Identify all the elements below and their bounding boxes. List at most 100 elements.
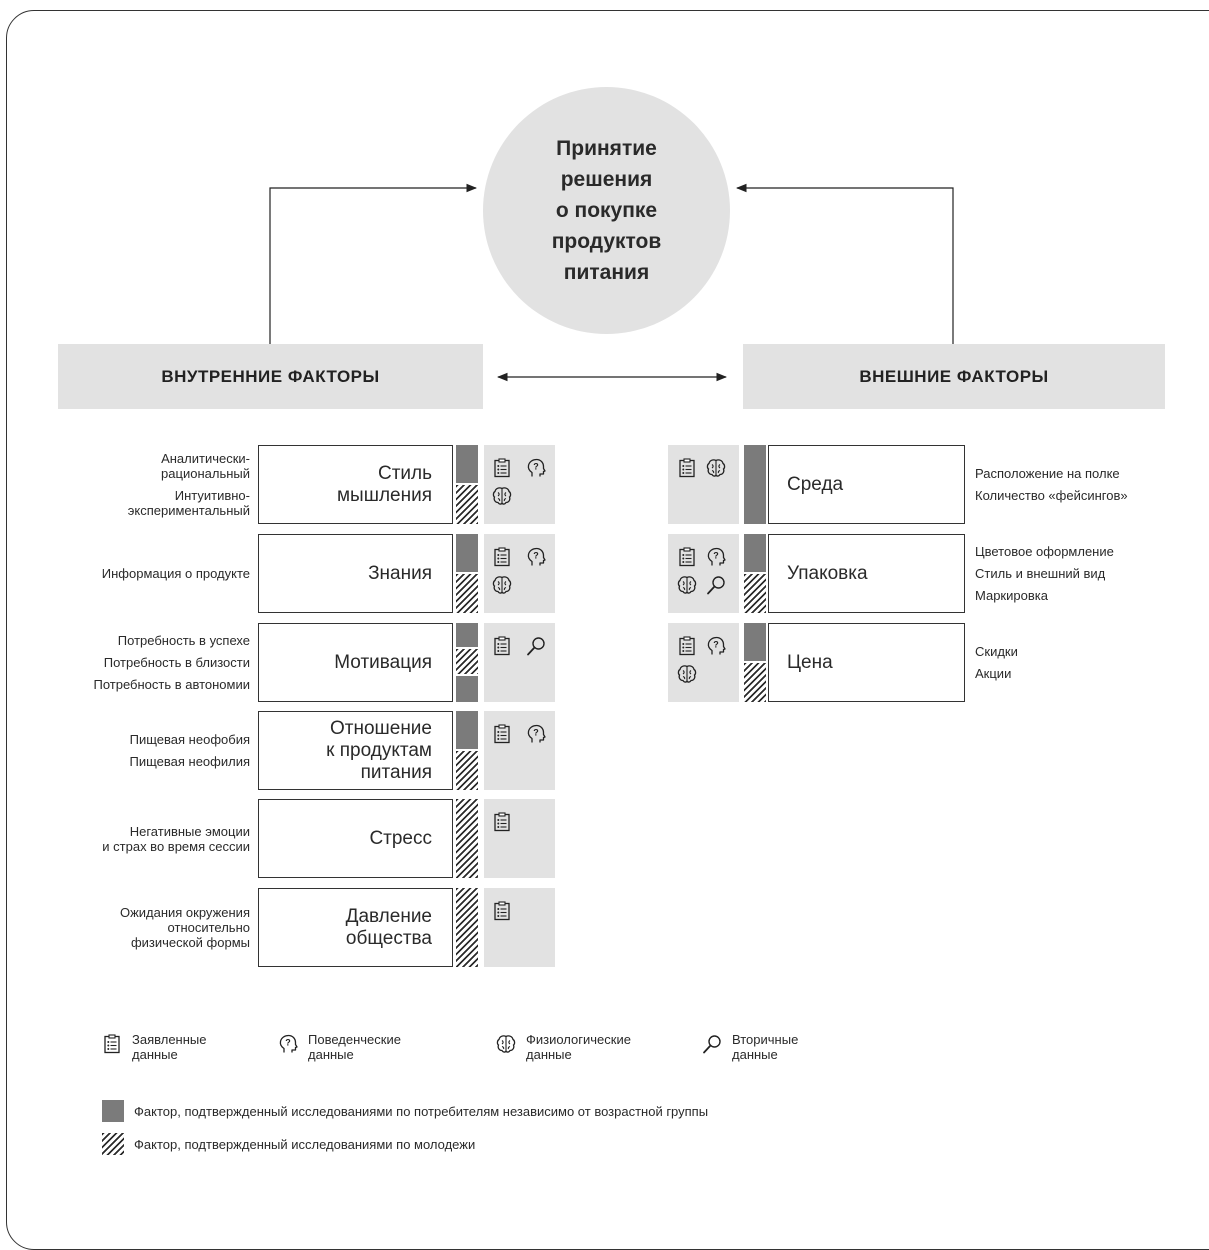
descriptor-text: Стиль и внешний вид [975,566,1106,581]
physiology-brain-icon [492,487,512,505]
data-type-panel [668,534,739,613]
survey-clipboard-icon [679,636,695,656]
external-factors-title: ВНЕШНИЕ ФАКТОРЫ [859,366,1049,386]
factor-descriptors: Ожидания окружения относительно физическ… [120,888,250,967]
evidence-hatched-bar [744,662,766,702]
physiology-brain-icon [706,459,726,477]
survey-clipboard-icon [679,458,695,478]
descriptor-text: Маркировка [975,588,1048,603]
behavior-head-icon: ? [527,547,546,566]
evidence-solid-bar [456,534,478,572]
descriptor-text: Пищевая неофобия [129,732,250,747]
svg-text:?: ? [285,1038,291,1048]
internal-to-decision-arrow [269,183,478,344]
evidence-solid-bar [456,445,478,483]
legend-icon-label: Поведенческие данные [308,1032,401,1062]
data-type-panel [668,623,739,702]
data-type-panel [484,888,555,967]
connector-arrows [269,183,954,382]
survey-clipboard-icon [494,636,510,656]
factor-name: Среда [787,473,844,495]
secondary-magnifier-icon [703,1035,721,1054]
data-type-panel [484,799,555,878]
factor-name: Стресс [369,827,432,849]
descriptor-text: Скидки [975,644,1018,659]
decision-circle: Принятие решения о покупке продуктов пит… [483,87,730,334]
internal-factors-header: ВНУТРЕННИЕ ФАКТОРЫ [58,344,483,409]
svg-text:?: ? [713,640,719,650]
survey-clipboard-icon [494,724,510,744]
evidence-hatched-bar [456,799,478,878]
descriptor-text: Интуитивно- экспериментальный [127,488,250,518]
physiology-brain-icon [677,665,697,683]
evidence-solid-bar [456,675,478,702]
factor-name: Отношение к продуктам питания [326,717,432,783]
survey-clipboard-icon [494,901,510,921]
evidence-hatched-bar [456,750,478,790]
internal-factor-box: Стиль мышления [258,445,453,524]
evidence-hatched-bar [456,484,478,524]
descriptor-text: Негативные эмоции и страх во время сесси… [102,823,250,854]
internal-factor-box: Знания [258,534,453,613]
factor-name: Упаковка [787,562,868,584]
svg-text:?: ? [533,728,539,738]
evidence-hatched-bar [456,573,478,613]
svg-text:?: ? [533,462,539,472]
descriptor-text: Расположение на полке [975,466,1120,481]
physiology-brain-icon [677,576,697,594]
descriptor-text: Пищевая неофилия [129,754,250,769]
external-factor-box: Среда [768,445,965,524]
physiology-brain-icon [492,576,512,594]
behavior-head-icon: ? [527,724,546,743]
data-type-panel [484,534,555,613]
internal-factor-box: Давление общества [258,888,453,967]
legend-solid-swatch [102,1100,124,1122]
evidence-solid-bar [744,534,766,572]
evidence-hatched-bar [456,888,478,967]
data-type-panel [484,623,555,702]
legend-icon-label: Заявленные данные [132,1032,207,1062]
descriptor-text: Информация о продукте [101,566,250,581]
external-factor-box: Упаковка [768,534,965,613]
data-type-panel [484,445,555,524]
factor-name: Давление общества [345,905,432,949]
external-to-decision-arrow [735,183,954,344]
secondary-magnifier-icon [527,637,545,656]
factor-descriptors: Негативные эмоции и страх во время сесси… [102,799,250,878]
physiology-brain-icon [496,1035,516,1053]
survey-clipboard-icon [494,547,510,567]
descriptor-text: Потребность в автономии [93,677,250,692]
secondary-magnifier-icon [707,576,725,595]
decision-title: Принятие решения о покупке продуктов пит… [551,137,662,284]
evidence-hatched-bar [456,649,478,674]
data-type-panel [668,445,739,524]
descriptor-text: Аналитически- рациональный [161,451,250,481]
behavior-head-icon: ? [707,636,726,655]
data-type-panel [484,711,555,790]
behavior-head-icon: ? [527,458,546,477]
external-factor-box: Цена [768,623,965,702]
descriptor-text: Цветовое оформление [975,544,1114,559]
descriptor-text: Количество «фейсингов» [975,488,1128,503]
external-factors-header: ВНЕШНИЕ ФАКТОРЫ [743,344,1165,409]
internal-factor-box: Мотивация [258,623,453,702]
survey-clipboard-icon [104,1034,120,1054]
internal-factors-title: ВНУТРЕННИЕ ФАКТОРЫ [161,366,380,386]
internal-factor-box: Отношение к продуктам питания [258,711,453,790]
factor-descriptors: Информация о продукте [102,534,250,613]
legend-icon-label: Вторичные данные [732,1032,799,1062]
evidence-solid-bar [744,445,766,524]
evidence-hatched-bar [744,573,766,613]
descriptor-text: Акции [975,666,1012,681]
legend-solid-label: Фактор, подтвержденный исследованиями по… [134,1104,709,1119]
factor-name: Стиль мышления [336,462,432,506]
descriptor-text: Потребность в успехе [117,633,250,648]
factor-name: Знания [368,562,432,584]
legend-hatched-swatch [102,1133,124,1155]
factor-name: Цена [787,651,833,673]
legend-hatched-label: Фактор, подтвержденный исследованиями по… [134,1137,476,1152]
